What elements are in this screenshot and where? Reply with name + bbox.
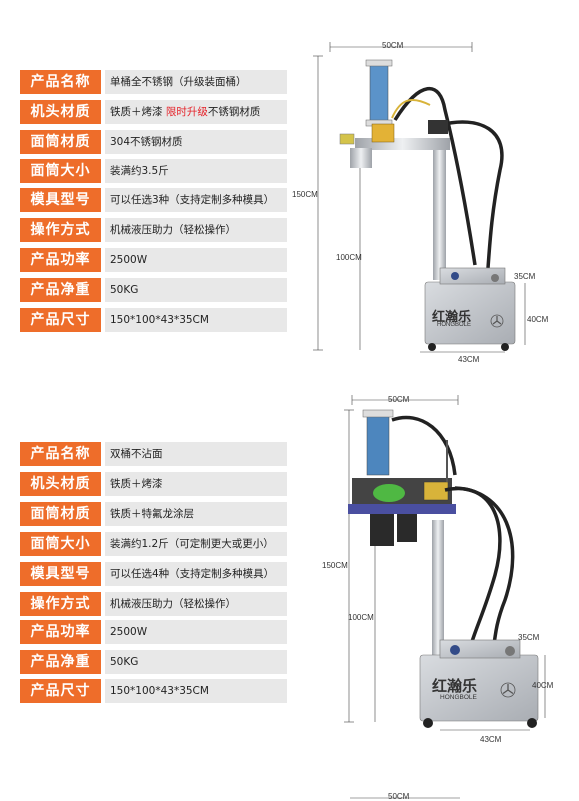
spec-label: 模具型号 — [20, 562, 101, 586]
spec-value: 2500W — [105, 620, 287, 644]
spec-label: 操作方式 — [20, 592, 101, 616]
spec-label: 产品名称 — [20, 70, 101, 94]
spec-value: 机械液压助力（轻松操作） — [105, 218, 287, 242]
dim-arm-height: 100CM — [336, 253, 362, 262]
wheel — [423, 718, 433, 728]
wheel — [527, 718, 537, 728]
press-head — [371, 123, 395, 143]
spec-label: 面筒材质 — [20, 130, 101, 154]
spec-value: 机械液压助力（轻松操作） — [105, 592, 287, 616]
dim-box-width: 43CM — [458, 355, 480, 364]
dim-box-depth: 35CM — [514, 272, 536, 281]
noodle-barrel — [397, 514, 417, 542]
spec-value: 50KG — [105, 278, 287, 302]
spec-label: 机头材质 — [20, 472, 101, 496]
control-valve — [423, 481, 449, 501]
green-dial — [373, 484, 405, 502]
dim-box-width: 43CM — [480, 735, 502, 744]
dim-arm-height: 100CM — [348, 613, 374, 622]
spec-label: 产品净重 — [20, 278, 101, 302]
steel-column — [432, 520, 444, 655]
spec-label: 模具型号 — [20, 188, 101, 212]
spec-label: 产品尺寸 — [20, 308, 101, 332]
dim-box-depth: 35CM — [518, 633, 540, 642]
spec-label: 操作方式 — [20, 218, 101, 242]
steel-column — [433, 140, 446, 280]
spec-value-post: 不锈钢材质 — [207, 106, 261, 118]
brand-name: 红瀚乐 — [432, 677, 478, 695]
brand-sub: HONGBOLE — [440, 694, 477, 701]
hose — [391, 415, 457, 476]
spec-label: 产品功率 — [20, 620, 101, 644]
spec-value: 50KG — [105, 650, 287, 674]
brand-sub: HONGBOLE — [437, 322, 472, 328]
spec-value: 可以任选4种（支持定制多种模具） — [105, 562, 287, 586]
spec-label: 产品尺寸 — [20, 679, 101, 703]
steel-arm — [348, 504, 456, 514]
noodle-machine-illustration — [313, 42, 526, 353]
wheel — [428, 343, 436, 351]
hydraulic-cylinder — [366, 414, 390, 476]
dim-width-next: 50CM — [388, 792, 410, 801]
control-valve — [428, 120, 448, 134]
spec-value: 150*100*43*35CM — [105, 679, 287, 703]
spec-value: 铁质＋特氟龙涂层 — [105, 502, 287, 526]
product-section-1: 产品名称 单桶全不锈钢（升级装面桶） 机头材质 铁质＋烤漆 限时升级不锈钢材质 … — [0, 0, 579, 380]
spec-label: 产品净重 — [20, 650, 101, 674]
dim-box-height: 40CM — [527, 315, 549, 324]
upgrade-highlight: 限时升级 — [165, 106, 208, 118]
fan-icon — [500, 682, 516, 698]
wheel — [501, 343, 509, 351]
fan-icon — [490, 314, 504, 328]
spec-label: 机头材质 — [20, 100, 101, 124]
spec-value: 单桶全不锈钢（升级装面桶） — [105, 70, 287, 94]
spec-value: 装满约3.5斤 — [105, 159, 287, 183]
spec-value: 可以任选3种（支持定制多种模具） — [105, 188, 287, 212]
spec-value: 304不锈钢材质 — [105, 130, 287, 154]
noodle-barrel — [370, 514, 394, 546]
spec-label: 面筒材质 — [20, 502, 101, 526]
spec-label: 面筒大小 — [20, 159, 101, 183]
dim-width: 50CM — [388, 395, 410, 404]
dim-box-height: 40CM — [532, 681, 554, 690]
spec-value: 2500W — [105, 248, 287, 272]
spec-label: 面筒大小 — [20, 532, 101, 556]
dim-width: 50CM — [382, 41, 404, 50]
spec-label: 产品名称 — [20, 442, 101, 466]
spec-value: 铁质＋烤漆 — [105, 472, 287, 496]
hose — [393, 87, 477, 266]
spec-value: 150*100*43*35CM — [105, 308, 287, 332]
dim-height: 150CM — [292, 190, 318, 199]
brand-name: 红瀚乐 — [432, 310, 472, 325]
spec-value: 双桶不沾面 — [105, 442, 287, 466]
dim-height: 150CM — [322, 561, 348, 570]
spec-value: 铁质＋烤漆 限时升级不锈钢材质 — [105, 100, 287, 124]
spec-value: 装满约1.2斤（可定制更大或更小） — [105, 532, 287, 556]
noodle-barrel — [350, 148, 372, 168]
spec-value-pre: 铁质＋烤漆 — [110, 106, 166, 118]
spec-label: 产品功率 — [20, 248, 101, 272]
